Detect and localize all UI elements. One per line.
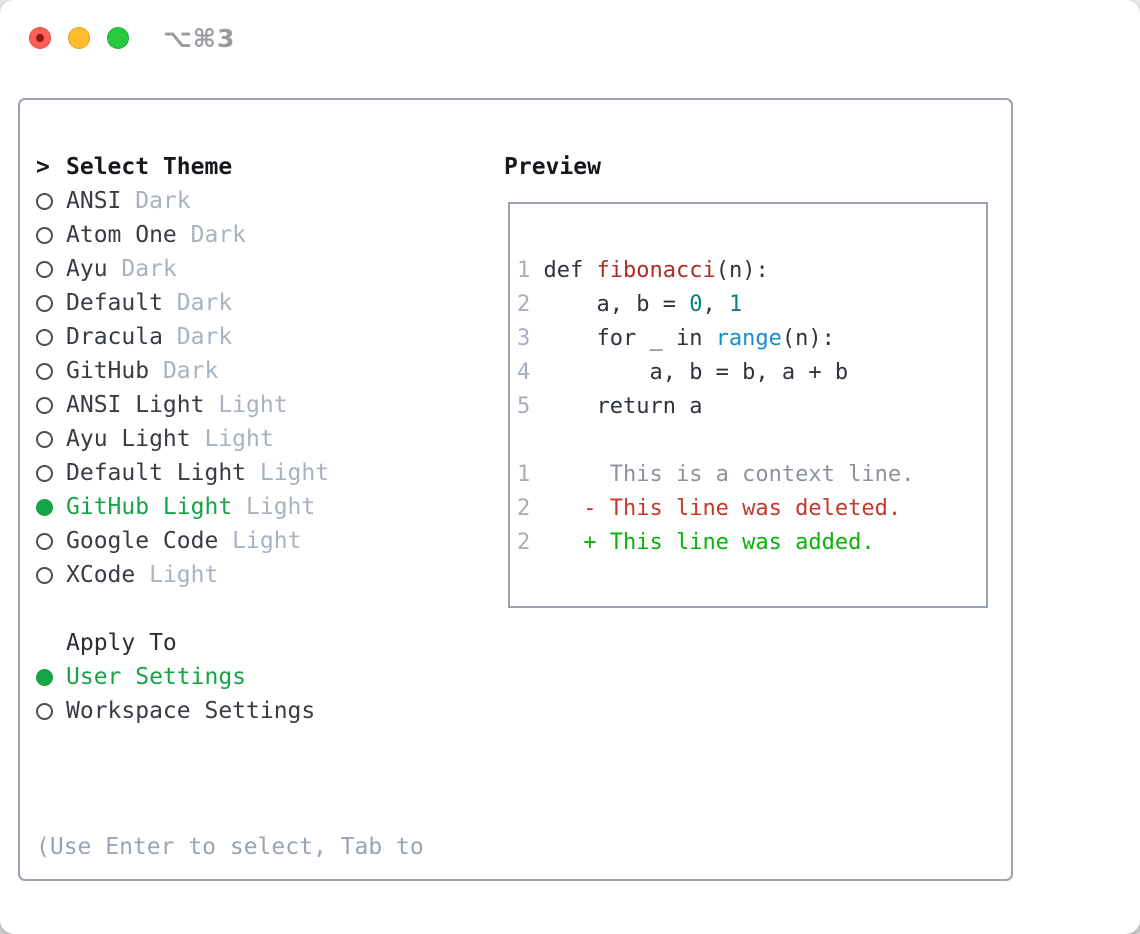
apply-option-label: User Settings [66, 664, 247, 690]
theme-option-label: Google Code [66, 528, 219, 554]
theme-option-label: Default Light [66, 460, 247, 486]
radio-icon [36, 464, 53, 482]
unsaved-changes-dot-icon [36, 34, 44, 42]
code-line: 5 return a [517, 394, 703, 419]
code-line: 3 for _ in range(n): [517, 326, 835, 351]
theme-option-label: Atom One [66, 222, 177, 248]
theme-option-label: GitHub [66, 358, 150, 384]
apply-to-title: Apply To [66, 630, 177, 656]
radio-icon [36, 328, 53, 346]
zoom-button[interactable] [107, 27, 129, 49]
theme-option-label: XCode [66, 562, 136, 588]
theme-option-label: Ayu Light [66, 426, 191, 452]
radio-icon [36, 294, 53, 312]
theme-option-variant: Light [246, 460, 330, 486]
apply-option[interactable]: Workspace Settings [36, 694, 476, 728]
theme-option[interactable]: GitHub Dark [36, 354, 476, 388]
radio-selected-icon [36, 668, 53, 686]
theme-option[interactable]: ANSI Dark [36, 184, 476, 218]
radio-icon [36, 702, 53, 720]
theme-list-title: Select Theme [66, 154, 233, 180]
radio-icon [36, 396, 53, 414]
theme-option-variant: Light [135, 562, 219, 588]
theme-option-label: Ayu [66, 256, 108, 282]
apply-option[interactable]: User Settings [36, 660, 476, 694]
theme-option-label: Dracula [66, 324, 163, 350]
apply-to-header-row: Apply To [36, 626, 476, 660]
window-title-shortcut: ⌥⌘3 [163, 24, 236, 53]
radio-selected-icon [36, 498, 53, 516]
theme-option[interactable]: Ayu Light Light [36, 422, 476, 456]
theme-option-variant: Light [218, 528, 302, 554]
theme-option[interactable]: Default Dark [36, 286, 476, 320]
code-line: 2 + This line was added. [517, 530, 875, 555]
theme-option[interactable]: XCode Light [36, 558, 476, 592]
radio-icon [36, 192, 53, 210]
theme-option-variant: Dark [162, 290, 233, 316]
radio-icon [36, 362, 53, 380]
theme-option[interactable]: Dracula Dark [36, 320, 476, 354]
code-line [517, 424, 986, 458]
theme-list-header-row: > Select Theme [36, 150, 476, 184]
radio-icon [36, 430, 53, 448]
theme-option[interactable]: ANSI Light Light [36, 388, 476, 422]
radio-icon [36, 226, 53, 244]
theme-option[interactable]: GitHub Light Light [36, 490, 476, 524]
apply-option-label: Workspace Settings [66, 698, 316, 724]
close-button[interactable] [29, 27, 51, 49]
theme-option[interactable]: Default Light Light [36, 456, 476, 490]
theme-option-variant: Light [232, 494, 316, 520]
theme-option[interactable]: Google Code Light [36, 524, 476, 558]
theme-option-variant: Dark [107, 256, 177, 282]
theme-option-label: ANSI Light [66, 392, 205, 418]
theme-option-variant: Dark [162, 324, 233, 350]
code-line: 2 a, b = 0, 1 [517, 292, 743, 317]
keyboard-hint: (Use Enter to select, Tab to change focu… [36, 762, 476, 934]
code-line: 1 def fibonacci(n): [517, 258, 769, 283]
prompt-icon: > [36, 154, 50, 180]
theme-option-variant: Dark [176, 222, 247, 248]
theme-option-variant: Light [204, 392, 288, 418]
theme-option-variant: Light [190, 426, 274, 452]
theme-option-label: ANSI [66, 188, 122, 214]
theme-option-label: GitHub Light [66, 494, 233, 520]
radio-icon [36, 566, 53, 584]
theme-option-label: Default [66, 290, 163, 316]
preview-box: 1 def fibonacci(n): 2 a, b = 0, 1 3 for _ … [508, 202, 988, 608]
radio-icon [36, 260, 53, 278]
radio-icon [36, 532, 53, 550]
code-line: 1 This is a context line. [517, 462, 915, 487]
code-line: 4 a, b = b, a + b [517, 360, 849, 385]
preview-title: Preview [504, 154, 601, 180]
code-line: 2 - This line was deleted. [517, 496, 902, 521]
theme-option[interactable]: Ayu Dark [36, 252, 476, 286]
theme-option-variant: Dark [149, 358, 219, 384]
titlebar: ⌥⌘3 [0, 0, 1140, 76]
theme-option[interactable]: Atom One Dark [36, 218, 476, 252]
minimize-button[interactable] [68, 27, 90, 49]
theme-option-variant: Dark [121, 188, 191, 214]
hint-line: (Use Enter to select, Tab to [36, 834, 424, 860]
code-preview: 1 def fibonacci(n): 2 a, b = 0, 1 3 for _ … [510, 204, 986, 560]
